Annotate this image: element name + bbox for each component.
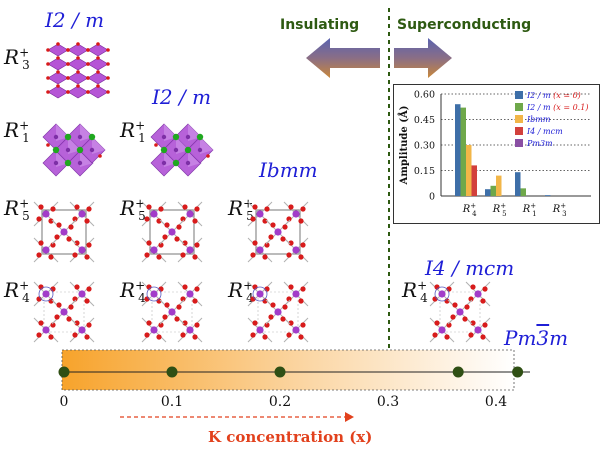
inset-legend-label-3: I4 / mcm [526, 127, 563, 136]
structure-r5-col3 [248, 202, 308, 262]
axis-tick-0.1: 0.1 [160, 394, 184, 410]
composition-point-4 [512, 366, 524, 378]
phase-label-i2m-top: I2 / m [45, 8, 105, 32]
irrep-label-r5-col2: R+5 [120, 196, 146, 223]
inset-legend-label-0: I2 / m (x = 0) [526, 91, 581, 100]
region-label-insulating: Insulating [280, 17, 360, 33]
irrep-label-r3: R+3 [4, 45, 30, 72]
inset-ytick-label-0: 0 [429, 192, 435, 203]
irrep-label-r4-col3: R+4 [228, 278, 254, 305]
inset-ytick-label-4: 0.60 [414, 90, 435, 101]
inset-ytick-label-2: 0.30 [414, 141, 435, 152]
axis-tick-0.2: 0.2 [268, 394, 292, 410]
composition-point-1 [166, 366, 178, 378]
irrep-label-r5-col1: R+5 [4, 196, 30, 223]
irrep-label-r4-col1: R+4 [4, 278, 30, 305]
inset-bar-R4+-s3 [471, 165, 477, 196]
composition-point-0 [58, 366, 70, 378]
inset-legend-label-4: Pm3m [526, 139, 553, 148]
axis-title-arrowhead [345, 412, 354, 422]
irrep-label-r4-col2: R+4 [120, 278, 146, 305]
irrep-label-r4-col4: R+4 [402, 278, 428, 305]
arrow-right [394, 38, 452, 78]
inset-bar-R5+-s2 [496, 175, 502, 196]
composition-points [58, 366, 524, 378]
inset-bar-R1+-s0 [515, 172, 521, 196]
inset-xtick-label-3: R+3 [552, 202, 567, 218]
structure-r4-col4 [430, 282, 490, 342]
inset-legend-swatch-2 [515, 115, 523, 123]
structure-r1-col1 [43, 124, 105, 176]
structure-r4-col1 [34, 282, 94, 342]
inset-legend-swatch-4 [515, 139, 523, 147]
inset-frame [393, 84, 600, 224]
inset-bar-R4+-s0 [455, 104, 461, 196]
region-label-superconducting: Superconducting [397, 17, 532, 33]
inset-legend-swatch-3 [515, 127, 523, 135]
inset-bar-R4+-s2 [466, 145, 472, 196]
structure-r4-col3 [248, 282, 308, 342]
inset-xtick-label-1: R+5 [492, 202, 507, 218]
structure-r3-layers [45, 41, 111, 99]
arrow-left [306, 38, 380, 78]
inset-ytick-label-1: 0.15 [414, 166, 435, 177]
inset-ytick-label-3: 0.45 [414, 115, 435, 126]
phase-label-i2m-second: I2 / m [152, 85, 212, 109]
inset-legend-label-1: I2 / m (x = 0.1) [526, 103, 588, 112]
composition-point-2 [274, 366, 286, 378]
irrep-label-r1-col2: R+1 [120, 118, 146, 145]
irrep-label-r1-col1: R+1 [4, 118, 30, 145]
phase-label-ibmm: Ibmm [259, 158, 318, 182]
structure-r1-col2 [151, 124, 213, 176]
structure-r4-col2 [142, 282, 202, 342]
inset-y-axis-label: Amplitude (Å) [398, 106, 410, 186]
inset-bar-R3+-s0 [545, 195, 551, 196]
axis-tick-0.3: 0.3 [376, 394, 400, 410]
inset-legend-swatch-1 [515, 103, 523, 111]
axis-tick-0.4: 0.4 [484, 394, 508, 410]
inset-legend-label-2: Ibmm [526, 115, 551, 124]
axis-tick-0: 0 [59, 394, 69, 410]
composition-bar [61, 349, 515, 391]
phase-label-i4mcm: I4 / mcm [425, 256, 515, 280]
inset-bar-R5+-s0 [485, 189, 491, 196]
structure-r5-col2 [142, 202, 202, 262]
inset-xtick-label-0: R+4 [462, 202, 477, 218]
inset-bar-R4+-s1 [460, 107, 466, 196]
phase-label-pm3m: Pm3m [504, 326, 569, 350]
inset-bar-R5+-s1 [490, 185, 496, 196]
inset-bar-R1+-s1 [520, 188, 526, 196]
irrep-label-r5-col3: R+5 [228, 196, 254, 223]
structure-r5-col1 [34, 202, 94, 262]
axis-title: K concentration (x) [208, 428, 373, 446]
composition-point-3 [452, 366, 464, 378]
inset-xtick-label-2: R+1 [522, 202, 537, 218]
inset-legend-swatch-0 [515, 91, 523, 99]
